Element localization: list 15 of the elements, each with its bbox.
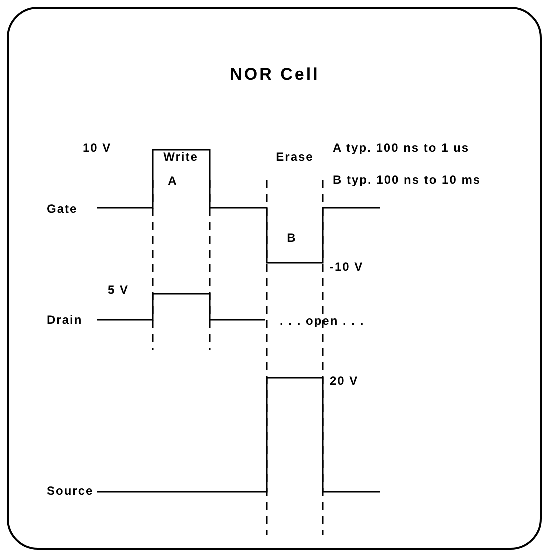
pulse-label: A	[168, 174, 178, 188]
state-label: . . . open . . .	[280, 314, 365, 328]
diagram-title: NOR Cell	[230, 65, 320, 85]
timing-note: A typ. 100 ns to 1 us	[333, 141, 470, 155]
voltage-label: -10 V	[330, 260, 364, 274]
signal-name: Drain	[47, 313, 83, 327]
signal-name: Gate	[47, 202, 78, 216]
phase-label: Write	[164, 150, 198, 164]
voltage-label: 10 V	[83, 141, 112, 155]
voltage-label: 5 V	[108, 283, 130, 297]
pulse-label: B	[287, 231, 297, 245]
voltage-label: 20 V	[330, 374, 359, 388]
phase-label: Erase	[276, 150, 314, 164]
timing-note: B typ. 100 ns to 10 ms	[333, 173, 482, 187]
signal-name: Source	[47, 484, 94, 498]
